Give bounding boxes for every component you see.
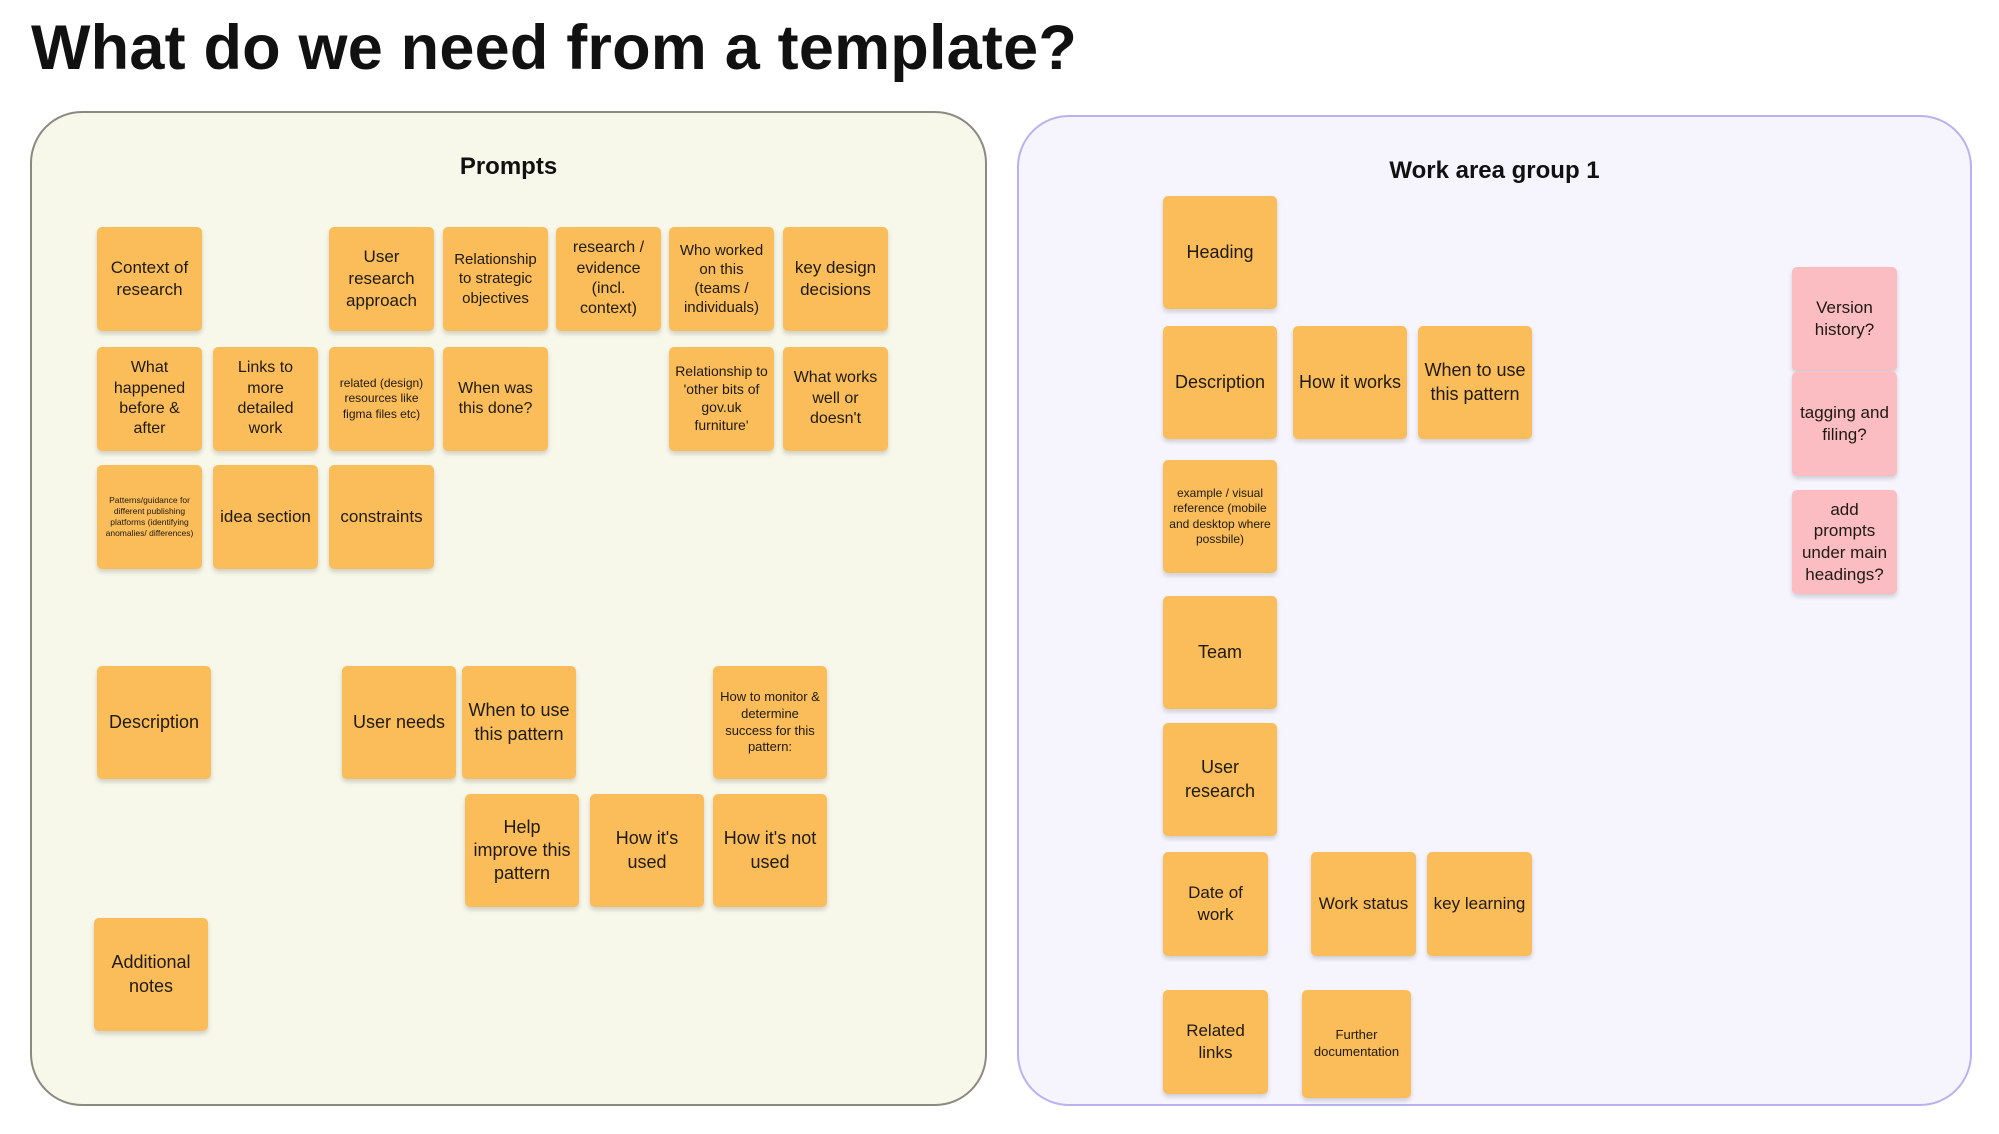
sticky-note[interactable]: Who worked on this (teams / individuals): [669, 227, 774, 331]
sticky-note[interactable]: User needs: [342, 666, 456, 779]
sticky-note[interactable]: example / visual reference (mobile and d…: [1163, 460, 1277, 573]
sticky-note[interactable]: Date of work: [1163, 852, 1268, 956]
sticky-note[interactable]: Context of research: [97, 227, 202, 331]
sticky-note[interactable]: Further documentation: [1302, 990, 1411, 1098]
sticky-note-text: Work status: [1318, 894, 1409, 914]
sticky-note[interactable]: When to use this pattern: [462, 666, 576, 779]
sticky-note-text: When was this done?: [458, 379, 533, 417]
sticky-note[interactable]: Heading: [1163, 196, 1277, 309]
sticky-note-text: Version history?: [1814, 298, 1875, 339]
prompts-section-title: Prompts: [459, 153, 558, 180]
sticky-note[interactable]: add prompts under main headings?: [1792, 490, 1897, 594]
sticky-note[interactable]: Relationship to 'other bits of gov.uk fu…: [669, 347, 774, 451]
sticky-note-text: Patterns/guidance for different publishi…: [105, 494, 194, 539]
sticky-note-text: User research approach: [346, 247, 417, 310]
sticky-note-text: How to monitor & determine success for t…: [720, 689, 820, 755]
sticky-note-text: What happened before & after: [113, 359, 186, 438]
sticky-note-text: Description: [1174, 371, 1266, 392]
sticky-note[interactable]: Description: [97, 666, 211, 779]
sticky-note-text: User needs: [352, 711, 446, 732]
sticky-note[interactable]: idea section: [213, 465, 318, 569]
sticky-note[interactable]: Relationship to strategic objectives: [443, 227, 548, 331]
sticky-note[interactable]: How to monitor & determine success for t…: [713, 666, 827, 779]
sticky-note-text: tagging and filing?: [1800, 403, 1889, 444]
sticky-note-text: idea section: [220, 507, 311, 527]
sticky-note-text: User research: [1184, 757, 1256, 801]
sticky-note[interactable]: constraints: [329, 465, 434, 569]
sticky-note-text: Team: [1197, 641, 1242, 662]
sticky-note[interactable]: Additional notes: [94, 918, 208, 1031]
sticky-note-text: Further documentation: [1313, 1027, 1400, 1059]
sticky-note-text: Heading: [1186, 241, 1254, 262]
sticky-note[interactable]: Work status: [1311, 852, 1416, 956]
sticky-note-text: key learning: [1433, 894, 1526, 914]
sticky-note-text: research / evidence (incl. context): [572, 239, 645, 318]
sticky-note-text: Relationship to strategic objectives: [454, 251, 537, 307]
page-title: What do we need from a template?: [31, 13, 1078, 83]
sticky-note-text: add prompts under main headings?: [1801, 499, 1888, 584]
sticky-note-text: What works well or doesn't: [793, 369, 878, 428]
sticky-note-text: related (design) resources like figma fi…: [339, 375, 424, 421]
sticky-note[interactable]: Links to more detailed work: [213, 347, 318, 451]
sticky-note[interactable]: research / evidence (incl. context): [556, 227, 661, 331]
sticky-note[interactable]: Description: [1163, 326, 1277, 439]
sticky-note-text: Related links: [1186, 1021, 1245, 1062]
sticky-note[interactable]: related (design) resources like figma fi…: [329, 347, 434, 451]
sticky-note-text: When to use this pattern: [1424, 360, 1526, 404]
sticky-note-text: Additional notes: [111, 952, 191, 996]
work-area-section-title: Work area group 1: [1389, 157, 1600, 184]
sticky-note[interactable]: When was this done?: [443, 347, 548, 451]
sticky-note[interactable]: Related links: [1163, 990, 1268, 1094]
sticky-note[interactable]: User research approach: [329, 227, 434, 331]
sticky-note-text: Context of research: [110, 258, 189, 299]
work-area-section: Work area group 1: [1017, 115, 1972, 1106]
sticky-note-text: How it's not used: [723, 828, 817, 872]
sticky-note[interactable]: key learning: [1427, 852, 1532, 956]
sticky-note[interactable]: tagging and filing?: [1792, 372, 1897, 476]
sticky-note[interactable]: Version history?: [1792, 267, 1897, 371]
sticky-note[interactable]: How it works: [1293, 326, 1407, 439]
sticky-note[interactable]: Team: [1163, 596, 1277, 709]
sticky-note[interactable]: Help improve this pattern: [465, 794, 579, 907]
sticky-note[interactable]: When to use this pattern: [1418, 326, 1532, 439]
sticky-note-text: How it's used: [615, 828, 679, 872]
sticky-note-text: When to use this pattern: [468, 700, 570, 744]
sticky-note[interactable]: How it's not used: [713, 794, 827, 907]
sticky-note-text: key design decisions: [794, 258, 877, 299]
sticky-note-text: How it works: [1299, 371, 1402, 392]
sticky-note[interactable]: What works well or doesn't: [783, 347, 888, 451]
sticky-note-text: constraints: [340, 507, 423, 527]
sticky-note-text: Help improve this pattern: [473, 816, 571, 884]
sticky-note-text: Links to more detailed work: [237, 359, 294, 438]
sticky-note[interactable]: Patterns/guidance for different publishi…: [97, 465, 202, 569]
sticky-note-text: Who worked on this (teams / individuals): [679, 241, 764, 317]
sticky-note[interactable]: User research: [1163, 723, 1277, 836]
sticky-note-text: Relationship to 'other bits of gov.uk fu…: [675, 363, 768, 433]
sticky-note-text: example / visual reference (mobile and d…: [1169, 485, 1271, 546]
sticky-note[interactable]: What happened before & after: [97, 347, 202, 451]
sticky-note[interactable]: How it's used: [590, 794, 704, 907]
sticky-note[interactable]: key design decisions: [783, 227, 888, 331]
sticky-note-text: Date of work: [1188, 883, 1243, 924]
sticky-note-text: Description: [108, 711, 200, 732]
